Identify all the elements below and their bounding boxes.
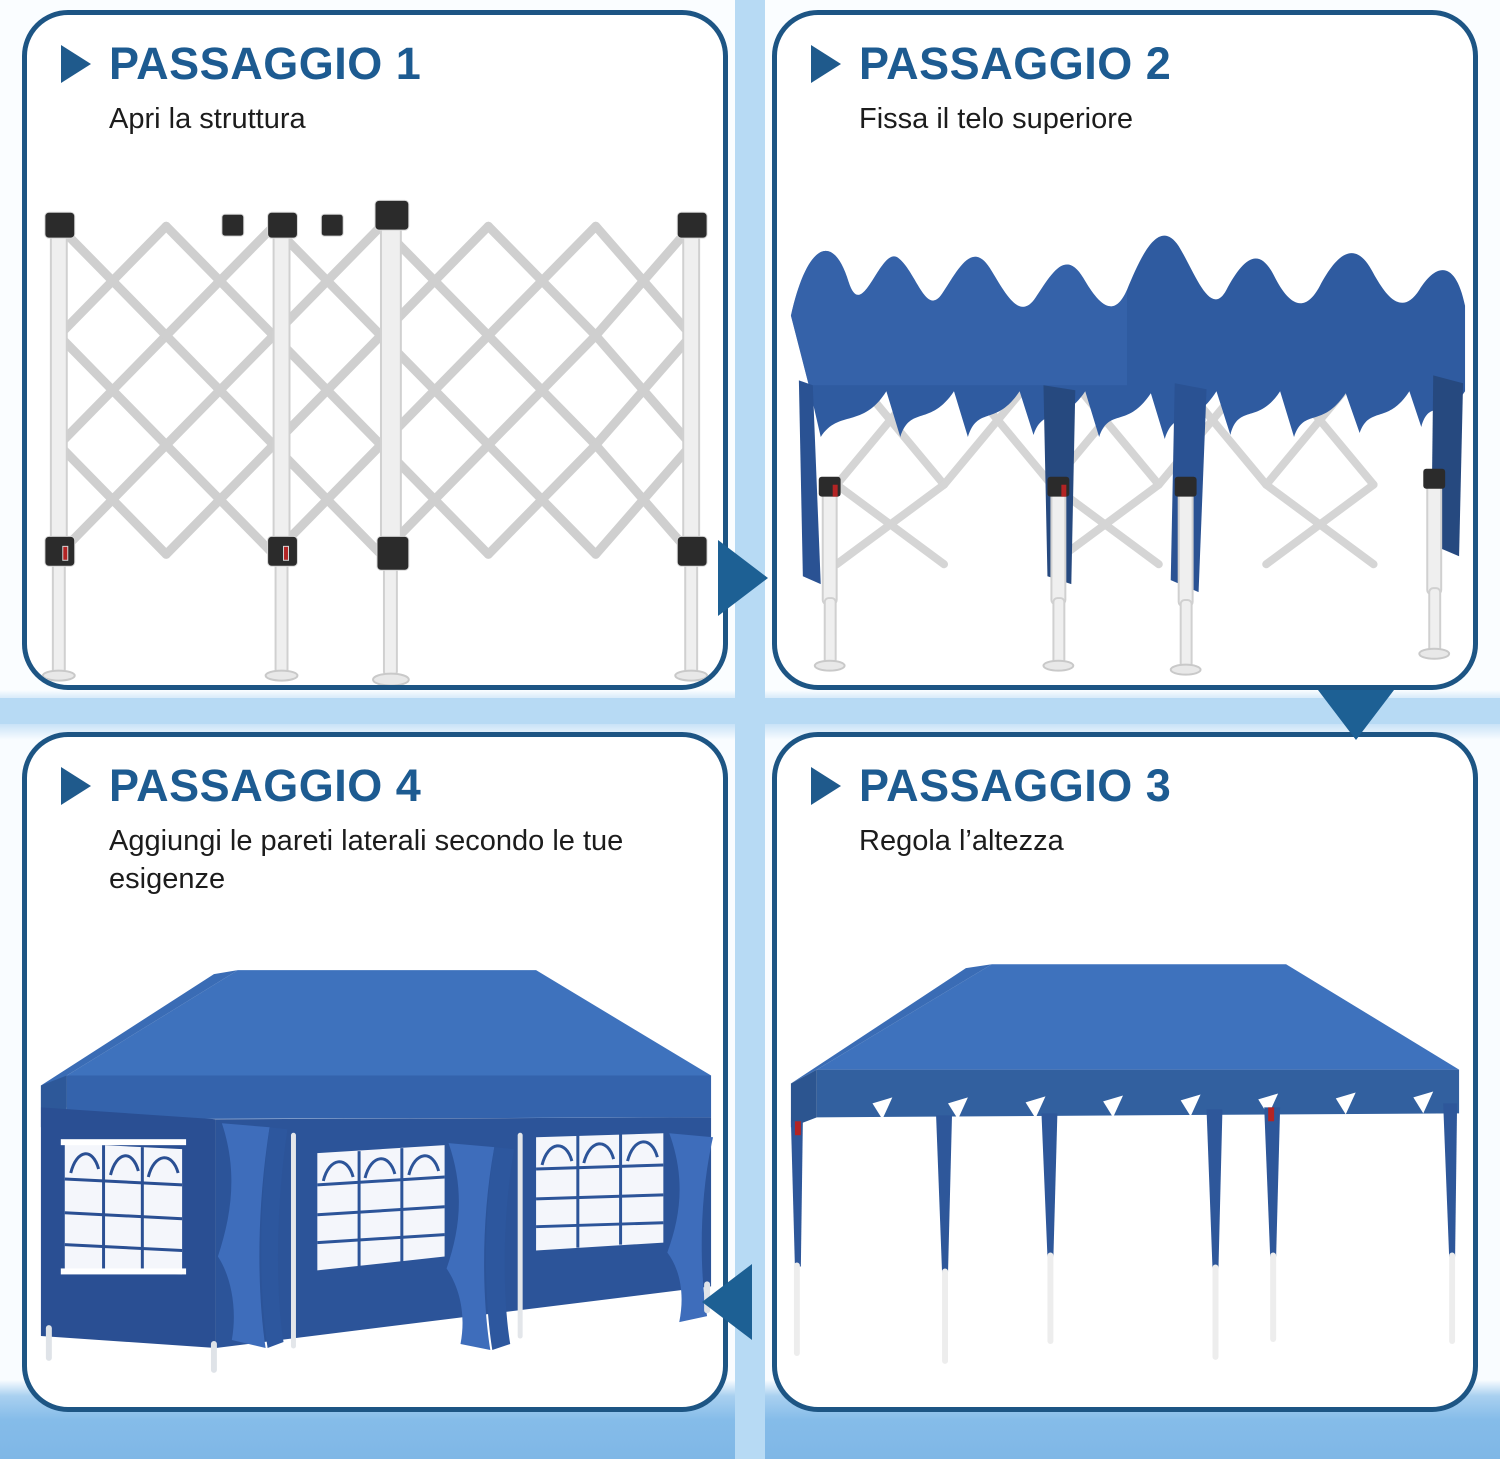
step-2-title: PASSAGGIO 2 [859, 38, 1172, 89]
window-front-1 [317, 1145, 445, 1271]
step-1-header: PASSAGGIO 1 Apri la struttura [27, 15, 723, 138]
leg-clips [794, 1107, 1275, 1136]
curtain-left [217, 1123, 288, 1348]
step-card-1: PASSAGGIO 1 Apri la struttura [22, 10, 728, 690]
step-card-2: PASSAGGIO 2 Fissa il telo superiore [772, 10, 1478, 690]
vertical-gutter [735, 0, 765, 1459]
step-2-illustration [777, 185, 1473, 685]
folding-frame-drawing [41, 199, 709, 685]
step-3-title-row: PASSAGGIO 3 [811, 763, 1473, 808]
step-2-title-row: PASSAGGIO 2 [811, 41, 1473, 86]
play-triangle-icon [61, 44, 91, 83]
canopy-highlight [790, 250, 1127, 386]
eave-notches [872, 1091, 1434, 1120]
step-1-title-row: PASSAGGIO 1 [61, 41, 723, 86]
window-left [60, 1139, 187, 1275]
play-triangle-icon [811, 766, 841, 805]
gazebo-with-walls-drawing [40, 970, 714, 1373]
roof-left-slope [790, 964, 992, 1084]
fabric-skirt-left [798, 380, 821, 585]
roof-eave [66, 1075, 712, 1120]
step-4-title: PASSAGGIO 4 [109, 760, 422, 811]
step-card-3: PASSAGGIO 3 Regola l’altezza [772, 732, 1478, 1412]
step-1-subtitle: Apri la struttura [109, 103, 306, 135]
step-2-header: PASSAGGIO 2 Fissa il telo superiore [777, 15, 1473, 138]
roof-corner-left [790, 1069, 817, 1128]
arrow-down-icon [1318, 690, 1394, 740]
step-2-subtitle: Fissa il telo superiore [859, 103, 1133, 135]
play-triangle-icon [811, 44, 841, 83]
window-front-2 [536, 1133, 664, 1251]
curtain-right [667, 1133, 714, 1323]
horizontal-gutter [0, 698, 1500, 724]
step-4-subtitle: Aggiungi le pareti laterali secondo le t… [109, 825, 624, 896]
arrow-right-icon [718, 540, 768, 616]
step-3-title: PASSAGGIO 3 [859, 760, 1172, 811]
step-4-title-row: PASSAGGIO 4 [61, 763, 723, 808]
step-4-header: PASSAGGIO 4 Aggiungi le pareti laterali … [27, 737, 723, 899]
step-3-subtitle: Regola l’altezza [859, 825, 1064, 857]
arrow-left-icon [702, 1264, 752, 1340]
draped-canopy-drawing [790, 235, 1466, 676]
step-1-illustration [27, 185, 723, 685]
curtain-mid-right [446, 1143, 515, 1350]
step-card-4: PASSAGGIO 4 Aggiungi le pareti laterali … [22, 732, 728, 1412]
play-triangle-icon [61, 766, 91, 805]
roof-top [66, 970, 712, 1076]
step-3-illustration [777, 937, 1473, 1407]
step-3-header: PASSAGGIO 3 Regola l’altezza [777, 737, 1473, 860]
legs [790, 1103, 1458, 1364]
gazebo-canopy-drawing [790, 964, 1460, 1364]
roof-eave [816, 1069, 1460, 1118]
step-1-title: PASSAGGIO 1 [109, 38, 422, 89]
step-4-illustration [27, 937, 723, 1407]
roof-top [816, 964, 1460, 1070]
